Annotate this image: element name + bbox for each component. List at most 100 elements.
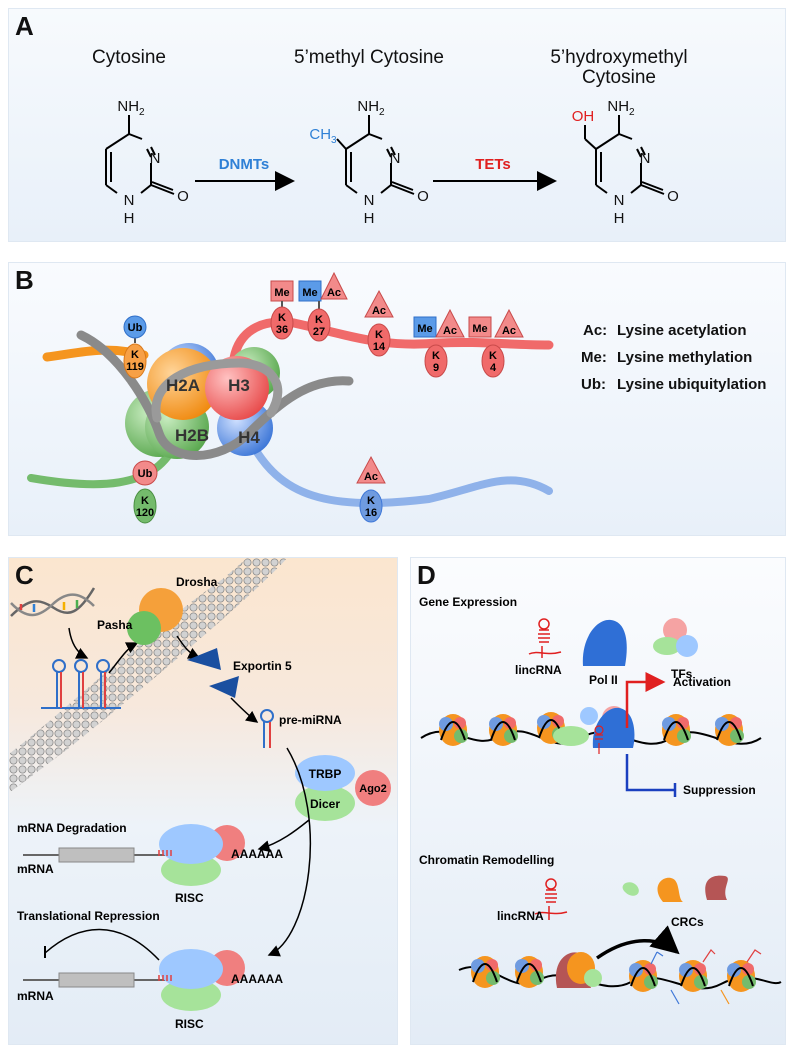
repression-label: Translational Repression: [17, 909, 160, 923]
svg-text:K: K: [432, 350, 440, 362]
title-hydroxymethyl-2: Cytosine: [582, 67, 656, 88]
pre-mirna-label: pre-miRNA: [279, 713, 342, 727]
svg-text:Ac:: Ac:: [583, 322, 607, 339]
svg-text:K: K: [375, 329, 383, 341]
svg-text:AAAAAA: AAAAAA: [231, 972, 283, 986]
cytosine-structure: [105, 115, 175, 195]
svg-text:Ac: Ac: [364, 471, 378, 483]
pasha-protein: [127, 611, 161, 645]
lysine-120-ub: Ub K 120: [132, 460, 158, 524]
remodelling-arrow: [595, 925, 680, 960]
svg-text:AAAAAA: AAAAAA: [231, 847, 283, 861]
svg-text:Activation: Activation: [673, 675, 731, 689]
svg-text:Me: Me: [417, 323, 432, 335]
chromatin-remodelling-title: Chromatin Remodelling: [419, 853, 554, 867]
drosha-label: Drosha: [176, 575, 218, 589]
svg-text:Ac: Ac: [502, 325, 516, 337]
lysine-14-ac: Ac K 14: [364, 289, 394, 357]
panel-c-figure: Drosha Pasha Exportin 5 pre-miRNA TRBP D…: [9, 558, 391, 1031]
risc-complex-1: [159, 824, 223, 864]
svg-text:Me:: Me:: [581, 349, 607, 366]
dicer-protein: [295, 785, 355, 821]
svg-text:Ub: Ub: [138, 468, 153, 480]
h2a-label: H2A: [166, 376, 200, 395]
svg-text:Lysine methylation: Lysine methylation: [617, 349, 752, 366]
svg-text:K: K: [141, 495, 149, 507]
lysine-119-ub: Ub K 119: [123, 315, 147, 379]
svg-text:16: 16: [365, 507, 377, 519]
svg-text:Ac: Ac: [327, 287, 341, 299]
crcs-icon: [622, 875, 728, 902]
panel-a: A Cytosine 5’methyl Cytosine 5’hydroxyme…: [8, 8, 786, 242]
svg-text:Ub: Ub: [128, 322, 143, 334]
svg-text:CH3: CH3: [309, 126, 337, 146]
svg-text:mRNA: mRNA: [17, 989, 54, 1003]
svg-text:RISC: RISC: [175, 891, 204, 905]
trbp-protein: [295, 755, 355, 791]
dna-helix: [10, 587, 96, 617]
gene-expression-title: Gene Expression: [419, 595, 517, 609]
panel-a-figure: Cytosine 5’methyl Cytosine 5’hydroxymeth…: [92, 47, 688, 227]
panel-c: C Drosha: [8, 557, 398, 1045]
lincrna-icon: [528, 618, 562, 658]
panel-b-figure: H2A H3 H2B H4 Ub K 119 Me K 36: [27, 271, 766, 524]
svg-text:Dicer: Dicer: [310, 797, 340, 811]
svg-text:O: O: [667, 188, 679, 205]
svg-text:K: K: [315, 314, 323, 326]
svg-text:Lysine ubiquitylation: Lysine ubiquitylation: [617, 376, 766, 393]
svg-text:Ago2: Ago2: [359, 783, 387, 795]
svg-text:NH2: NH2: [607, 98, 635, 118]
svg-text:14: 14: [373, 341, 386, 353]
svg-text:4: 4: [490, 362, 497, 374]
svg-text:36: 36: [276, 324, 288, 336]
panel-c-label: C: [15, 560, 34, 590]
svg-text:K: K: [278, 312, 286, 324]
lysine-4-me-ac: Me Ac K 4: [468, 308, 524, 378]
exportin-label: Exportin 5: [233, 659, 292, 673]
suppression-arrow: [625, 754, 675, 792]
svg-text:lincRNA: lincRNA: [515, 663, 562, 677]
lysine-27-me-ac: Me Ac K 27: [298, 271, 348, 342]
svg-text:Ub:: Ub:: [581, 376, 606, 393]
svg-text:Lysine acetylation: Lysine acetylation: [617, 322, 747, 339]
title-cytosine: Cytosine: [92, 47, 166, 68]
svg-text:27: 27: [313, 326, 325, 338]
svg-text:O: O: [417, 188, 429, 205]
svg-text:N: N: [390, 150, 401, 167]
svg-text:119: 119: [126, 361, 144, 373]
svg-text:Ac: Ac: [372, 305, 386, 317]
modification-legend: Ac: Lysine acetylation Me: Lysine methyl…: [581, 322, 766, 393]
tfs-icon: [653, 618, 698, 657]
svg-text:OH: OH: [572, 108, 595, 125]
exportin-5: [187, 648, 221, 670]
svg-text:N: N: [124, 192, 135, 209]
panel-d-label: D: [417, 560, 436, 590]
nuclear-membrane: [9, 558, 287, 793]
lysine-36-me: Me K 36: [270, 280, 294, 340]
pre-mirna: [260, 709, 274, 748]
svg-text:9: 9: [433, 362, 439, 374]
svg-text:120: 120: [136, 507, 154, 519]
svg-text:lincRNA: lincRNA: [497, 909, 544, 923]
methylcytosine-structure: [336, 115, 415, 195]
lysine-9-me-ac: Me Ac K 9: [413, 308, 465, 378]
svg-text:NH2: NH2: [357, 98, 385, 118]
svg-text:N: N: [150, 150, 161, 167]
h4-label: H4: [238, 428, 260, 447]
panel-b: B H2A H3 H2B H4: [8, 262, 786, 536]
svg-text:RISC: RISC: [175, 1017, 204, 1031]
pri-mirna: [41, 659, 121, 709]
lysine-16-ac: Ac K 16: [356, 455, 386, 523]
panel-d-figure: Gene Expression lincRNA Pol II TFs: [419, 595, 782, 1005]
svg-text:Me: Me: [472, 323, 487, 335]
risc-complex-2: [159, 949, 223, 989]
svg-text:H: H: [364, 210, 375, 227]
hydroxymethylcytosine-structure: [584, 115, 665, 195]
svg-text:H: H: [124, 210, 135, 227]
svg-text:Me: Me: [274, 287, 289, 299]
svg-text:TFs: TFs: [671, 667, 693, 681]
degradation-label: mRNA Degradation: [17, 821, 127, 835]
svg-text:NH2: NH2: [117, 98, 145, 118]
svg-text:Suppression: Suppression: [683, 783, 756, 797]
svg-text:N: N: [364, 192, 375, 209]
